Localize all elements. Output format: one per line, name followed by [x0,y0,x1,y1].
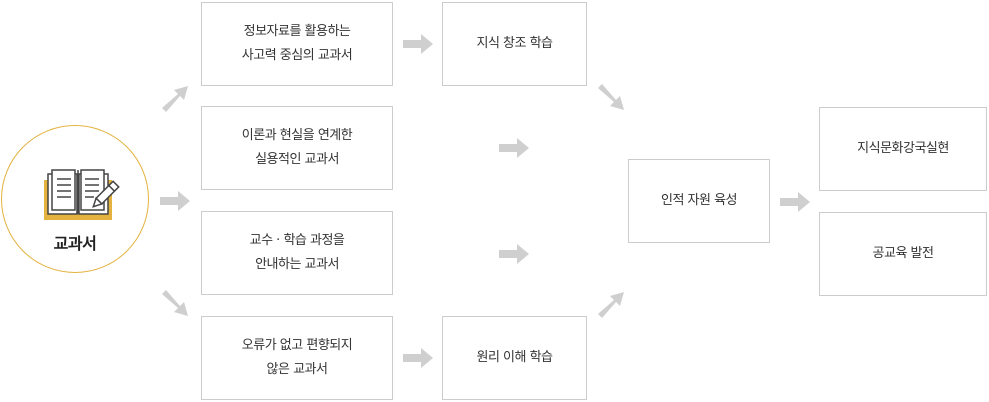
open-book-pencil-icon [44,169,120,220]
arrow-right [499,138,529,158]
arrow-right-upper [160,191,190,211]
textbook-type-line: 정보자료를 활용하는 [243,24,351,39]
talent-development-box: 인적 자원 육성 [628,159,770,243]
arrow-right [499,244,529,264]
arrow-down-right [162,290,188,316]
textbook-type-box: 이론과 현실을 연계한 실용적인 교과서 [201,106,393,190]
textbook-type-line: 안내하는 교과서 [255,257,339,272]
textbook-type-line: 실용적인 교과서 [255,152,339,167]
arrow-up-right [162,86,188,112]
textbook-type-box: 정보자료를 활용하는 사고력 중심의 교과서 [201,2,393,86]
textbook-type-line: 오류가 없고 편향되지 [241,338,353,353]
arrow-right [780,192,810,212]
arrow-right [403,34,433,54]
textbook-type-line: 이론과 현실을 연계한 [241,128,353,143]
knowledge-creation-label: 지식 창조 학습 [476,36,553,51]
principle-understanding-label: 원리 이해 학습 [476,350,553,365]
knowledge-culture-label: 지식문화강국실현 [857,141,949,156]
knowledge-creation-box: 지식 창조 학습 [442,2,587,86]
textbook-type-box: 교수 · 학습 과정을 안내하는 교과서 [201,211,393,295]
textbook-type-box: 오류가 없고 편향되지 않은 교과서 [201,316,393,400]
arrow-up-right [598,292,624,318]
textbook-type-line: 않은 교과서 [266,362,328,377]
arrow-right [403,348,433,368]
public-education-box: 공교육 발전 [819,212,987,296]
talent-development-label: 인적 자원 육성 [660,193,738,208]
textbook-circle: 교과서 [1,125,149,273]
public-education-label: 공교육 발전 [872,246,934,261]
textbook-type-line: 사고력 중심의 교과서 [241,48,353,63]
knowledge-culture-box: 지식문화강국실현 [819,107,987,191]
textbook-label: 교과서 [53,234,97,253]
principle-understanding-box: 원리 이해 학습 [442,316,587,400]
arrow-down-right [598,84,624,110]
textbook-type-line: 교수 · 학습 과정을 [249,233,345,248]
